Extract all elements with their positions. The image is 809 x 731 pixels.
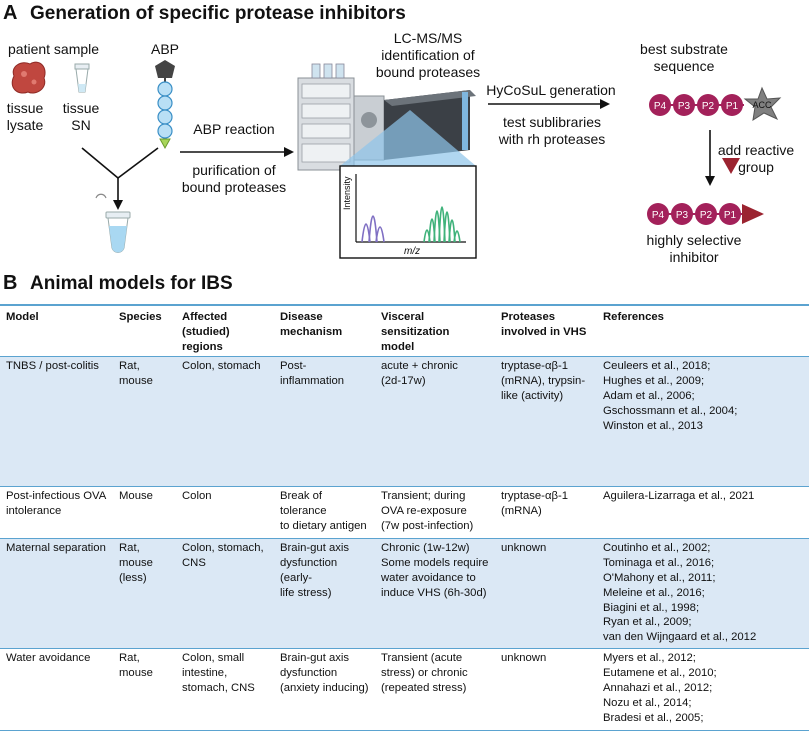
- table-cell: Maternal separation: [6, 542, 106, 555]
- substrate-p3: [673, 94, 695, 116]
- tissue-lysate-label: tissue lysate: [6, 100, 44, 133]
- table-cell: Post-inflammation: [280, 360, 345, 388]
- header-regions: Affected (studied) regions: [182, 311, 230, 353]
- tissue-lysate-icon: [11, 61, 46, 94]
- table-cell: Chronic (1w-12w) Some models require wat…: [381, 542, 489, 599]
- table-cell: Colon: [182, 490, 212, 503]
- svg-text:P3: P3: [678, 101, 691, 112]
- acc-star-icon: [743, 86, 782, 122]
- table-cell: Myers et al., 2012; Eutamene et al., 201…: [603, 652, 717, 724]
- panel-a-title: Generation of specific protease inhibito…: [30, 3, 406, 24]
- header-sensitization: Visceral sensitization model: [381, 311, 450, 353]
- merge-arrow: [81, 147, 159, 210]
- panel-b-title: Animal models for IBS: [30, 273, 233, 294]
- highly-selective-label: highly selective inhibitor: [646, 232, 742, 265]
- panel-b-letter: B: [3, 272, 18, 294]
- header-references: References: [603, 311, 664, 323]
- add-reactive-label: add reactive group: [717, 142, 795, 175]
- green-peaks: [423, 206, 461, 243]
- substrate-p2: [697, 94, 719, 116]
- header-mechanism: Disease mechanism: [280, 311, 343, 338]
- inhibitor-peptide: P4 P3 P2 P1: [647, 203, 764, 225]
- test-sublibraries-label: test sublibraries with rh proteases: [498, 114, 606, 147]
- table-row: Water avoidance Rat, mouse Colon, small …: [0, 649, 809, 731]
- table-cell: Brain-gut axis dysfunction (early- life …: [280, 542, 350, 599]
- substrate-p4: [649, 94, 671, 116]
- table-cell: tryptase-αβ-1 (mRNA), trypsin- like (act…: [501, 360, 586, 402]
- svg-text:P3: P3: [676, 210, 689, 221]
- inhibitor-p1: [719, 203, 741, 225]
- table-cell: Break of tolerance to dietary antigen: [280, 490, 367, 532]
- header-species: Species: [119, 311, 162, 323]
- svg-text:P2: P2: [702, 101, 715, 112]
- table-cell: Brain-gut axis dysfunction (anxiety indu…: [280, 652, 369, 694]
- table-cell: Coutinho et al., 2002; Tominaga et al., …: [603, 542, 757, 644]
- svg-text:P4: P4: [654, 101, 667, 112]
- table-cell: Mouse: [119, 490, 153, 503]
- warhead-icon: [742, 204, 764, 224]
- inhibitor-p4: [647, 203, 669, 225]
- svg-text:P4: P4: [652, 210, 665, 221]
- abp-reaction-label: ABP reaction: [193, 121, 275, 137]
- lcms-label: LC-MS/MS identification of bound proteas…: [375, 30, 481, 80]
- table-cell: tryptase-αβ-1 (mRNA): [501, 490, 569, 518]
- table-row: TNBS / post-colitis Rat, mouse Colon, st…: [0, 356, 809, 487]
- inhibitor-p3: [671, 203, 693, 225]
- table-row: Post-infectious OVA intolerance Mouse Co…: [0, 487, 809, 539]
- ms-spectrum-box: Intensity m/z: [339, 165, 477, 259]
- table-cell: unknown: [501, 542, 547, 555]
- tissue-sn-label: tissue SN: [62, 100, 100, 133]
- table-cell: Rat, mouse: [119, 652, 153, 680]
- acc-label: ACC: [752, 100, 772, 110]
- eppendorf-tube-icon: [95, 193, 131, 253]
- add-reactive-arrow: [705, 130, 740, 186]
- table-cell: Colon, stomach: [182, 360, 261, 373]
- header-model: Model: [6, 311, 39, 323]
- table-cell: Rat, mouse (less): [119, 542, 153, 584]
- table-cell: Transient (acute stress) or chronic (rep…: [381, 652, 468, 694]
- ibs-models-table: Model Species Affected (studied) regions…: [0, 304, 809, 731]
- reactive-group-icon: [722, 158, 740, 174]
- table-cell: Rat, mouse: [119, 360, 153, 388]
- header-proteases: Proteases involved in VHS: [501, 311, 587, 338]
- tissue-sn-tube-icon: [74, 63, 90, 93]
- table-cell: Transient; during OVA re-exposure (7w po…: [381, 490, 474, 532]
- svg-text:P1: P1: [724, 210, 737, 221]
- best-substrate-label: best substrate sequence: [640, 41, 728, 74]
- purple-peaks: [361, 215, 385, 243]
- patient-sample-label: patient sample: [8, 41, 100, 57]
- abp-probe-icon: [155, 60, 175, 150]
- substrate-p1: [721, 94, 743, 116]
- table-cell: Post-infectious OVA intolerance: [6, 490, 107, 518]
- table-row: Maternal separation Rat, mouse (less) Co…: [0, 538, 809, 649]
- table-cell: Aguilera-Lizarraga et al., 2021: [603, 490, 755, 503]
- table-cell: acute + chronic (2d-17w): [381, 360, 458, 388]
- table-cell: Colon, stomach, CNS: [182, 542, 264, 570]
- lcms-instrument-icon: [297, 63, 476, 171]
- inhibitor-p2: [695, 203, 717, 225]
- intensity-axis-label: Intensity: [342, 176, 352, 210]
- panel-a-diagram: Intensity m/z P4 P3 P2 P1 ACC P4 P3 P2 P…: [11, 60, 782, 259]
- table-header-row: Model Species Affected (studied) regions…: [0, 305, 809, 357]
- table-cell: Colon, small intestine, stomach, CNS: [182, 652, 255, 694]
- table-cell: Ceuleers et al., 2018; Hughes et al., 20…: [603, 360, 738, 432]
- substrate-peptide: P4 P3 P2 P1 ACC: [649, 86, 782, 122]
- svg-text:P2: P2: [700, 210, 713, 221]
- hycosul-label: HyCoSuL generation: [486, 82, 616, 98]
- abp-label: ABP: [150, 41, 179, 57]
- hycosul-arrow: [488, 99, 610, 109]
- purification-label: purification of bound proteases: [181, 162, 287, 195]
- abp-reaction-arrow: [180, 147, 294, 157]
- mz-axis-label: m/z: [404, 246, 420, 257]
- svg-text:P1: P1: [726, 101, 739, 112]
- table-cell: Water avoidance: [6, 652, 91, 665]
- panel-a-letter: A: [3, 2, 18, 24]
- table-cell: TNBS / post-colitis: [6, 360, 99, 373]
- table-cell: unknown: [501, 652, 547, 665]
